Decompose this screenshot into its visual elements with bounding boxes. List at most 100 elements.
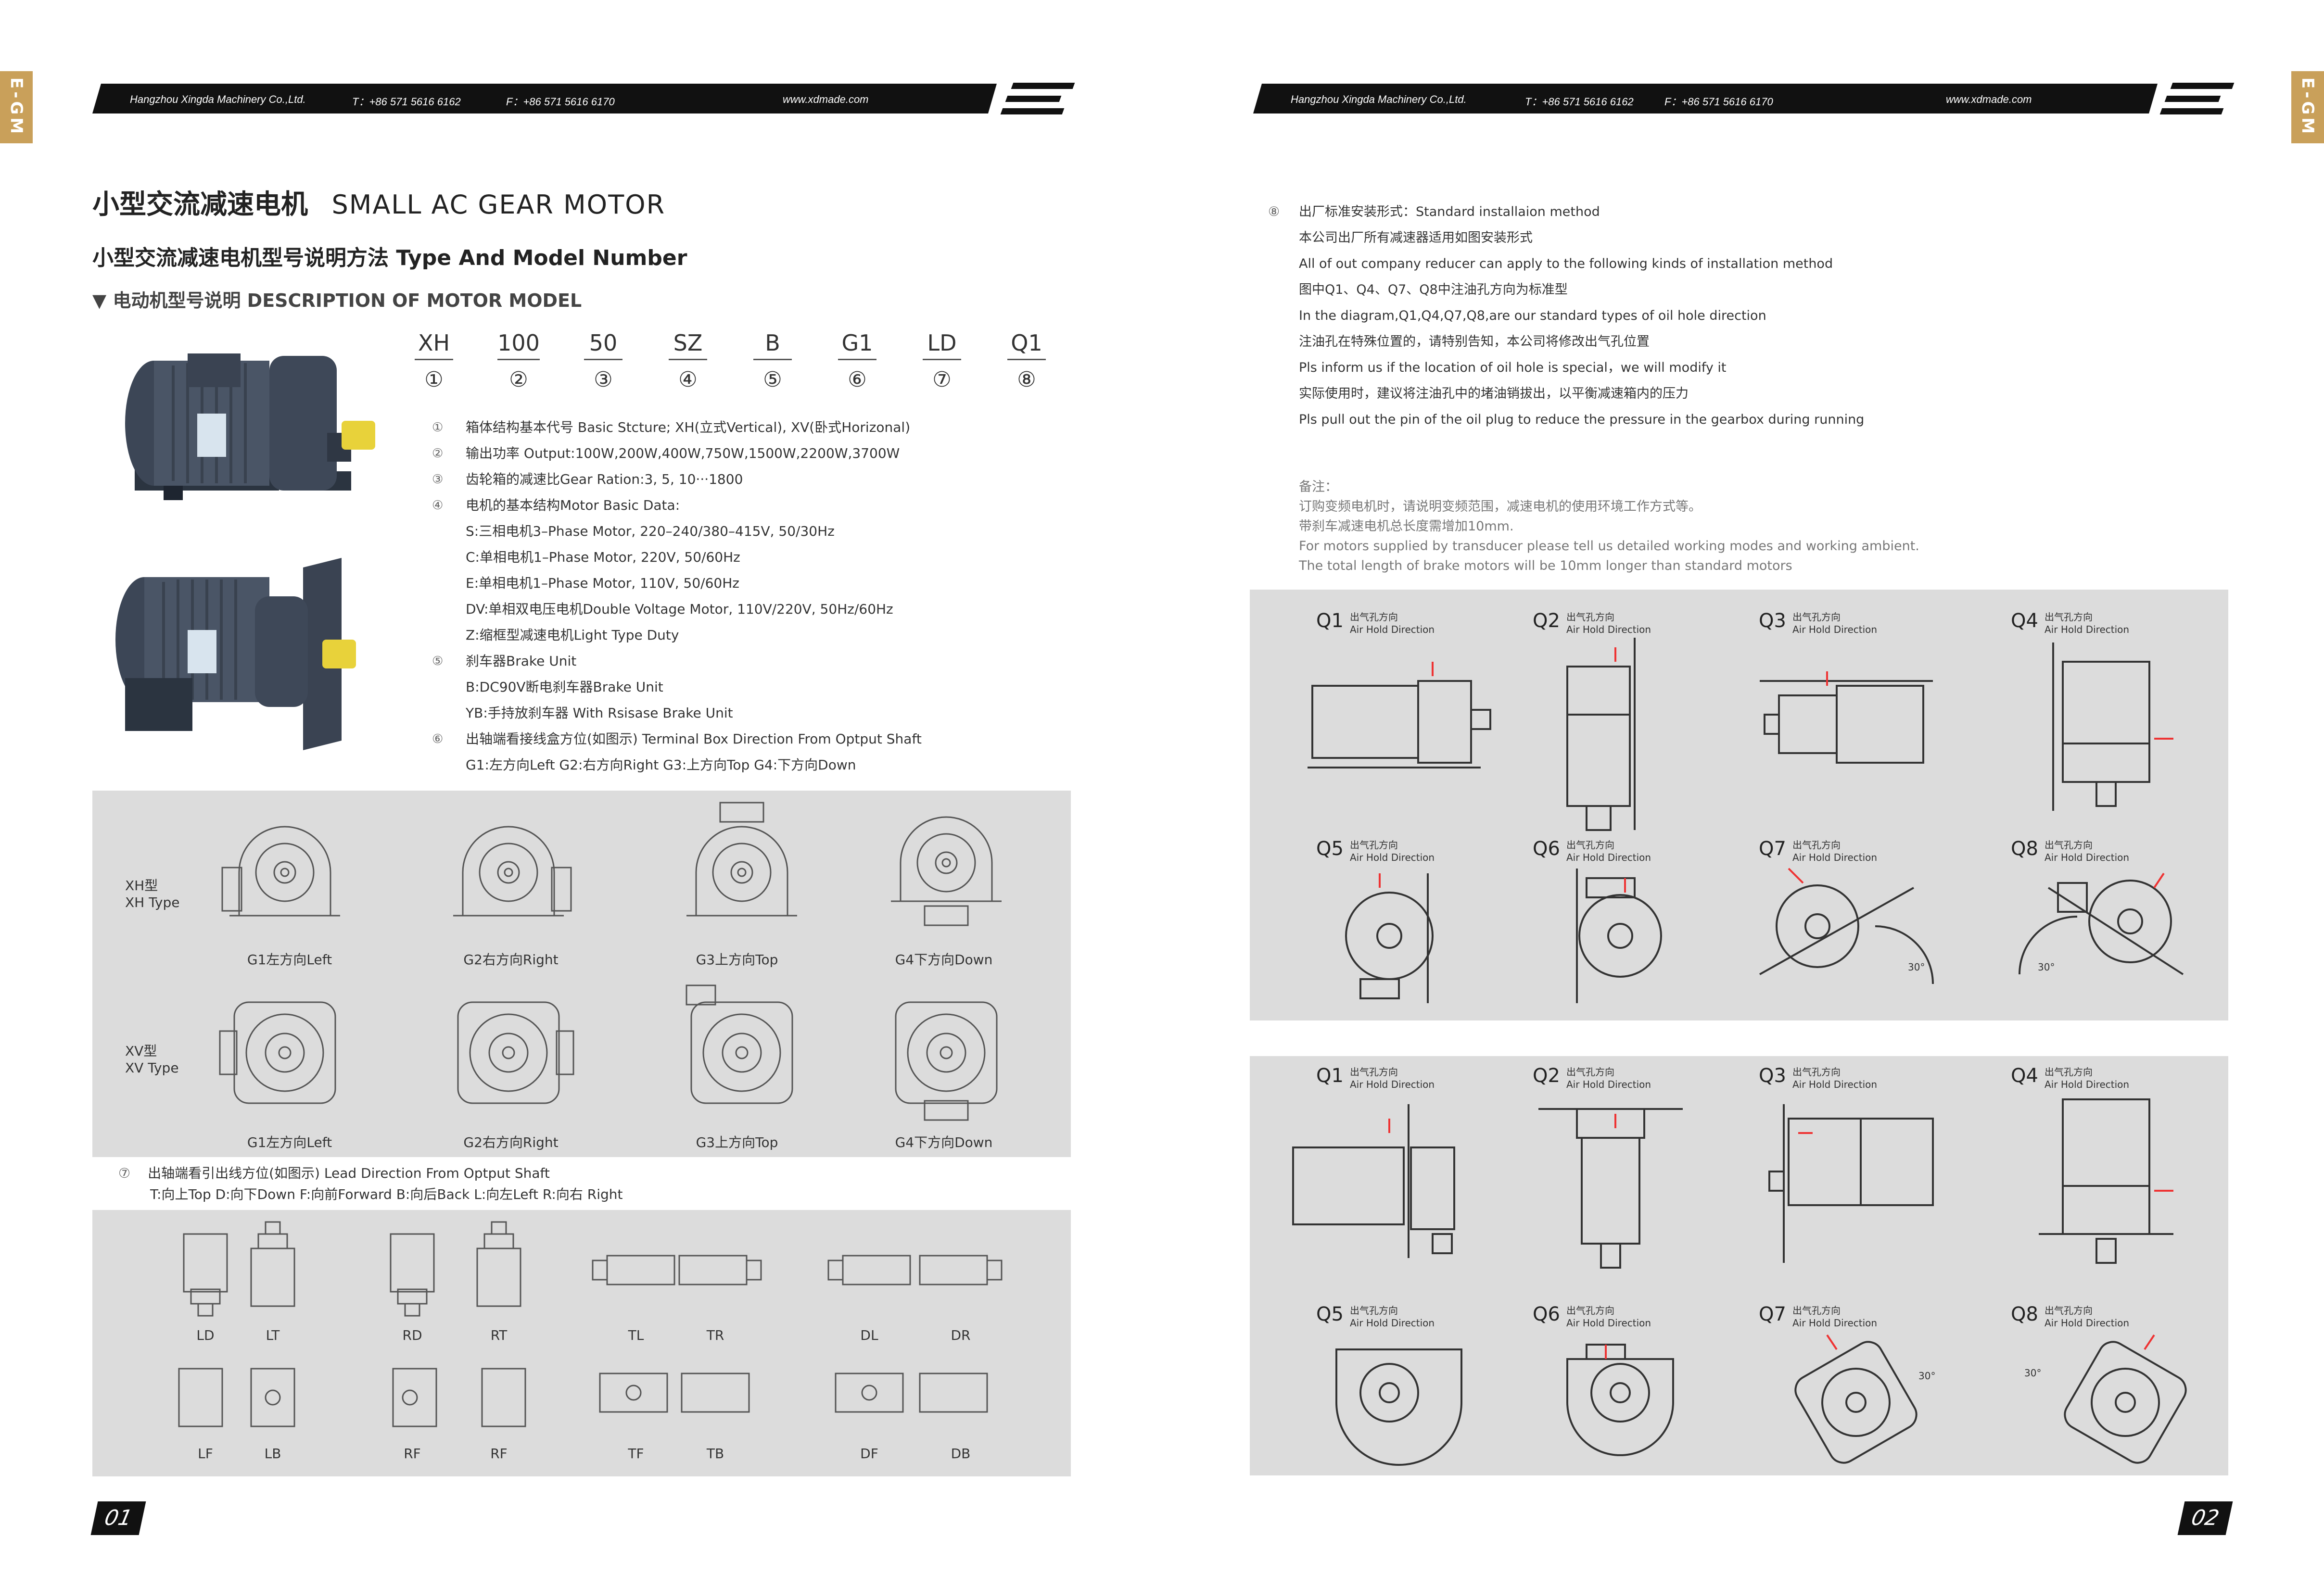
install-line: Pls pull out the pin of the oil plug to … (1299, 412, 1865, 427)
angle-label: 30° (2038, 961, 2055, 973)
page-title: 小型交流减速电机 SMALL AC GEAR MOTOR (92, 183, 665, 222)
install-drawings-xh (1308, 638, 2184, 1003)
lead-row1-drawings (178, 1221, 1003, 1427)
angle-label: 30° (2024, 1367, 2042, 1379)
model-code-7: LD (918, 330, 966, 360)
model-num-3: ③ (594, 367, 613, 392)
install-line: All of out company reducer can apply to … (1299, 256, 1833, 271)
lead-label: TF (628, 1446, 644, 1461)
spec-item: B:DC90V断电刹车器Brake Unit (466, 679, 663, 695)
angle-label: 30° (1918, 1370, 1936, 1382)
brand-logo-right (2159, 83, 2235, 114)
lead-label: TL (628, 1327, 644, 1343)
header-company: Hangzhou Xingda Machinery Co.,Ltd. (1291, 93, 1467, 105)
install-num: ⑧ (1268, 204, 1280, 219)
xh-label-g4: G4下方向Down (895, 952, 993, 968)
spec-item: YB:手持放刹车器 With Rsisase Brake Unit (466, 705, 733, 721)
lead-label: LT (266, 1327, 280, 1343)
spec-item: S:三相电机3–Phase Motor, 220–240/380–415V, 5… (466, 523, 835, 539)
model-code-4: SZ (664, 330, 712, 360)
model-code-8: Q1 (1003, 330, 1051, 360)
install-line: 注油孔在特殊位置的，请特别告知，本公司将修改出气孔位置 (1299, 334, 1650, 349)
model-num-7: ⑦ (932, 367, 952, 392)
header-tel: T：+86 571 5616 6162 (352, 96, 461, 108)
header-tel: T：+86 571 5616 6162 (1525, 96, 1634, 108)
spec-item: C:单相电机1–Phase Motor, 220V, 50/60Hz (466, 549, 740, 565)
xv-label-g3: G3上方向Top (696, 1134, 778, 1150)
side-tab-right: E-GM (2291, 71, 2324, 143)
lead-label: DR (951, 1327, 971, 1343)
install-line: 图中Q1、Q4、Q7、Q8中注油孔方向为标准型 (1299, 282, 1568, 297)
xv-g2-drawing (457, 1001, 574, 1104)
lead-label: LB (264, 1446, 281, 1461)
page-subtitle: 小型交流减速电机型号说明方法 Type And Model Number (92, 246, 687, 270)
lead-label: TB (706, 1446, 724, 1461)
header-bar-right: Hangzhou Xingda Machinery Co.,Ltd. T：+86… (1253, 84, 2158, 113)
note-line: 带刹车减速电机总长度需增加10mm. (1299, 519, 1514, 534)
spec-item: E:单相电机1–Phase Motor, 110V, 50/60Hz (466, 575, 739, 591)
install-line: 实际使用时，建议将注油孔中的堵油销拔出，以平衡减速箱内的压力 (1299, 386, 1689, 401)
title-cn: 小型交流减速电机 (92, 189, 308, 220)
lead-label: DL (860, 1327, 878, 1343)
angle-label: 30° (1908, 961, 1925, 973)
note-line: 订购变频电机时，请说明变频范围，减速电机的使用环境工作方式等。 (1299, 499, 1702, 514)
xv-label-g1: G1左方向Left (247, 1134, 332, 1150)
lead-label: RF (404, 1446, 421, 1461)
title-en: SMALL AC GEAR MOTOR (331, 189, 666, 220)
xh-label-g3: G3上方向Top (696, 952, 778, 968)
model-code-6: G1 (833, 330, 881, 360)
header-fax: F：+86 571 5616 6170 (1664, 96, 1773, 108)
lead-label: DF (860, 1446, 878, 1461)
header-web: www.xdmade.com (1946, 93, 2032, 105)
lead-label: RF (490, 1446, 508, 1461)
xh-g4-drawing (891, 816, 1002, 926)
note-line: The total length of brake motors will be… (1299, 558, 1792, 573)
xh-g3-drawing (686, 802, 797, 917)
xv-label-g2: G2右方向Right (463, 1134, 559, 1150)
lead-label: RT (490, 1327, 508, 1343)
brand-logo-left (1000, 83, 1075, 114)
xh-label-g1: G1左方向Left (247, 952, 332, 968)
lead-direction-panel: LD LT RD RT TL TR DL DR LF LB RF RF TF T… (92, 1210, 1071, 1476)
install-line: 本公司出厂所有减速器适用如图安装形式 (1299, 230, 1533, 245)
header-fax: F：+86 571 5616 6170 (506, 96, 615, 108)
model-num-2: ② (509, 367, 528, 392)
spec-item: G1:左方向Left G2:右方向Right G3:上方向Top G4:下方向D… (466, 757, 856, 773)
page-number-right: 02 (2177, 1501, 2233, 1535)
install-line: In the diagram,Q1,Q4,Q7,Q8,are our stand… (1299, 308, 1766, 323)
lead-num: ⑦ (118, 1165, 131, 1181)
model-num-1: ① (424, 367, 444, 392)
xh-g2-drawing (453, 826, 572, 917)
xv-g4-drawing (895, 1001, 998, 1121)
lead-title: 出轴端看引出线方位(如图示) Lead Direction From Optpu… (148, 1165, 550, 1181)
model-code-5: B (749, 330, 797, 360)
lead-label: TR (706, 1327, 724, 1343)
header-bar-left: Hangzhou Xingda Machinery Co.,Ltd. T：+86… (92, 84, 997, 113)
model-code-1: XH (410, 330, 458, 360)
lead-direction-title: ⑦ 出轴端看引出线方位(如图示) Lead Direction From Optp… (118, 1164, 550, 1183)
model-num-6: ⑥ (848, 367, 867, 392)
